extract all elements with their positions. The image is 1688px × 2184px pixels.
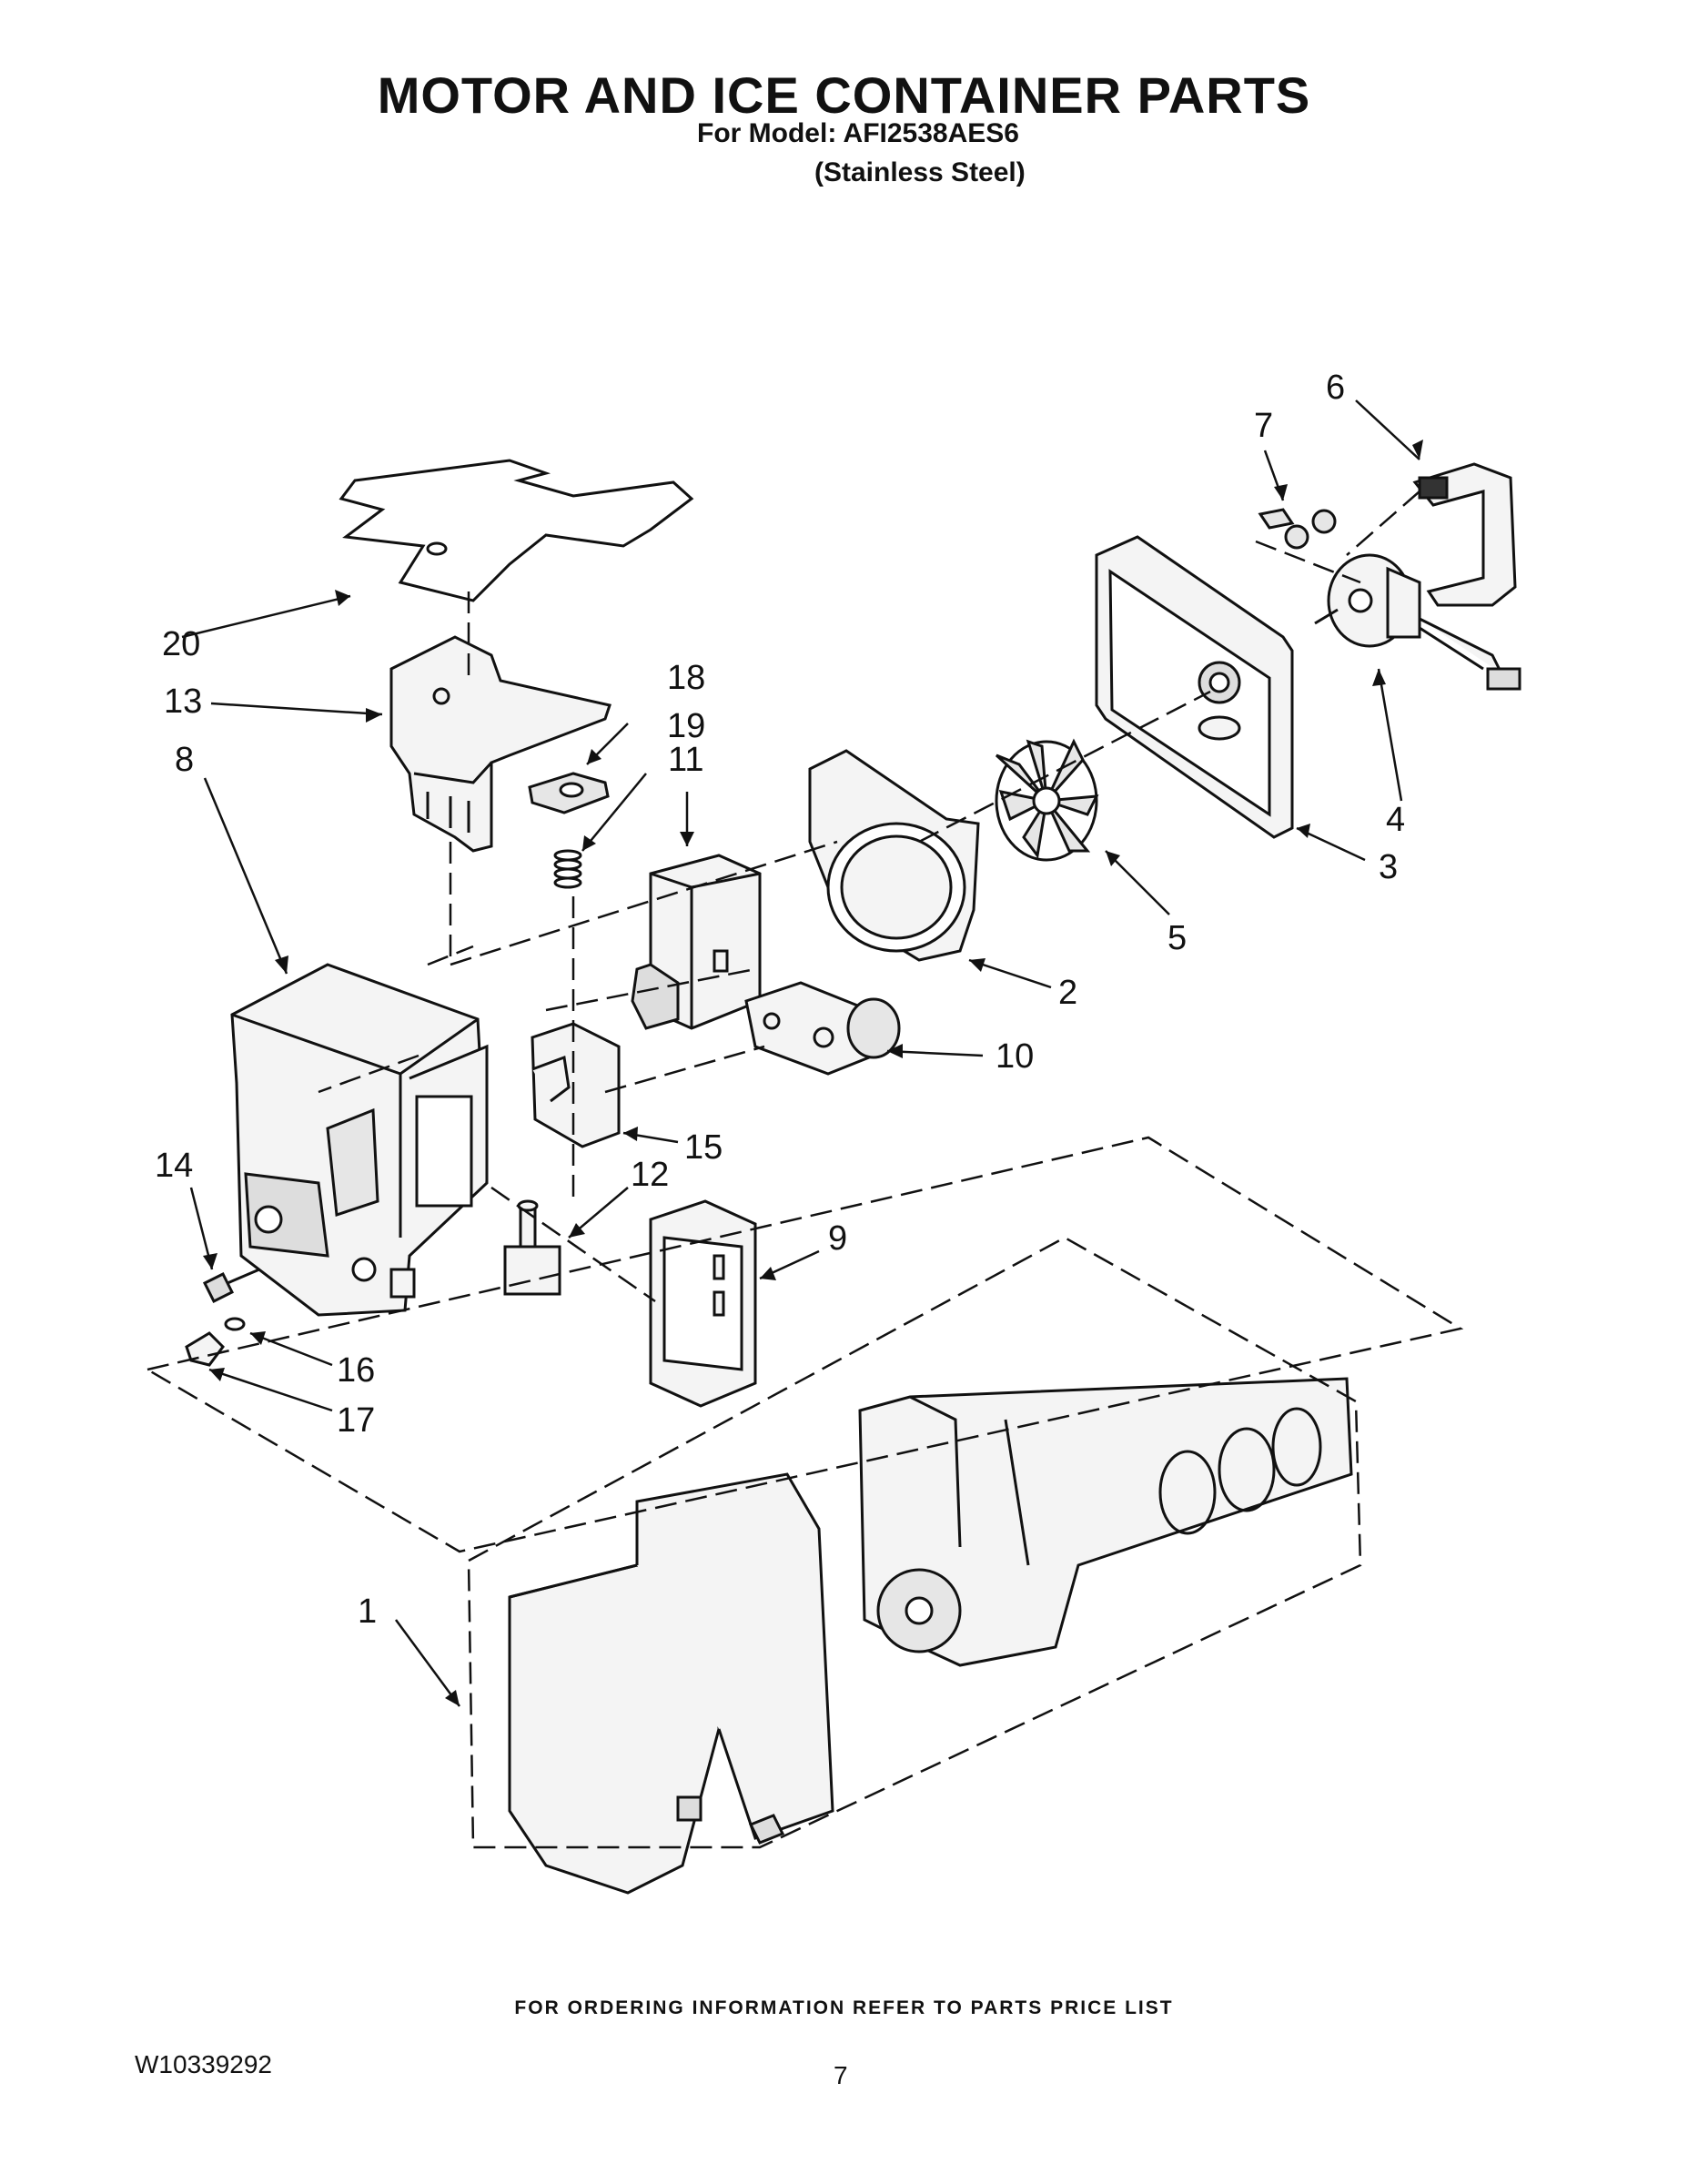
arrow-heads (203, 440, 1423, 1706)
part-1-ice-container (508, 1377, 1353, 1895)
document-number: W10339292 (135, 2050, 273, 2078)
part-10-auger-motor (744, 981, 901, 1076)
part-19-spring (553, 849, 582, 889)
part-12-solenoid (503, 1199, 561, 1296)
callout-16: 16 (337, 1351, 375, 1390)
part-5-fan-blade (995, 738, 1099, 862)
callout-2: 2 (1058, 974, 1077, 1012)
callout-11: 11 (668, 741, 703, 779)
callout-13: 13 (164, 682, 202, 721)
callout-5: 5 (1167, 919, 1187, 957)
callout-19: 19 (667, 707, 705, 745)
callout-7: 7 (1254, 407, 1273, 445)
callout-12: 12 (631, 1156, 669, 1194)
callout-8: 8 (175, 741, 194, 779)
callout-6: 6 (1326, 369, 1345, 407)
callout-17: 17 (337, 1401, 375, 1440)
part-13-duct (389, 635, 612, 853)
part-3-fan-housing (1095, 535, 1294, 839)
callout-14: 14 (155, 1147, 193, 1185)
callout-labels: 1 2 3 4 5 6 7 8 9 10 11 12 13 14 15 16 1… (155, 369, 1405, 1631)
part-18-clip (528, 772, 610, 814)
callout-10: 10 (996, 1037, 1034, 1076)
page-number: 7 (834, 2061, 848, 2089)
callout-18: 18 (667, 659, 705, 697)
callout-4: 4 (1386, 801, 1405, 839)
part-4-fan-motor (1314, 553, 1521, 691)
callout-1: 1 (358, 1592, 377, 1631)
callout-20: 20 (162, 625, 200, 663)
ordering-note: FOR ORDERING INFORMATION REFER TO PARTS … (514, 1997, 1174, 2018)
callout-9: 9 (828, 1219, 847, 1258)
part-7-grommets (1258, 508, 1337, 550)
part-20-gasket (339, 459, 694, 602)
callout-3: 3 (1379, 848, 1398, 886)
part-8-dispenser-housing (230, 963, 489, 1317)
page-title: MOTOR AND ICE CONTAINER PARTS (377, 66, 1311, 124)
dashed-assembly-outlines (144, 490, 1464, 1849)
model-line: For Model: AFI2538AES6 (697, 118, 1019, 148)
part-6-bracket (1412, 462, 1517, 607)
callout-15: 15 (684, 1128, 723, 1167)
part-17-clip (185, 1331, 225, 1367)
part-15-bracket (531, 1022, 621, 1148)
part-11-housing (631, 854, 762, 1030)
part-9-trim-plate (649, 1199, 757, 1408)
part-14-screw (202, 1268, 260, 1304)
finish-line: (Stainless Steel) (814, 157, 1026, 187)
part-16-washer (224, 1317, 246, 1331)
part-2-fan-shroud (808, 749, 980, 962)
